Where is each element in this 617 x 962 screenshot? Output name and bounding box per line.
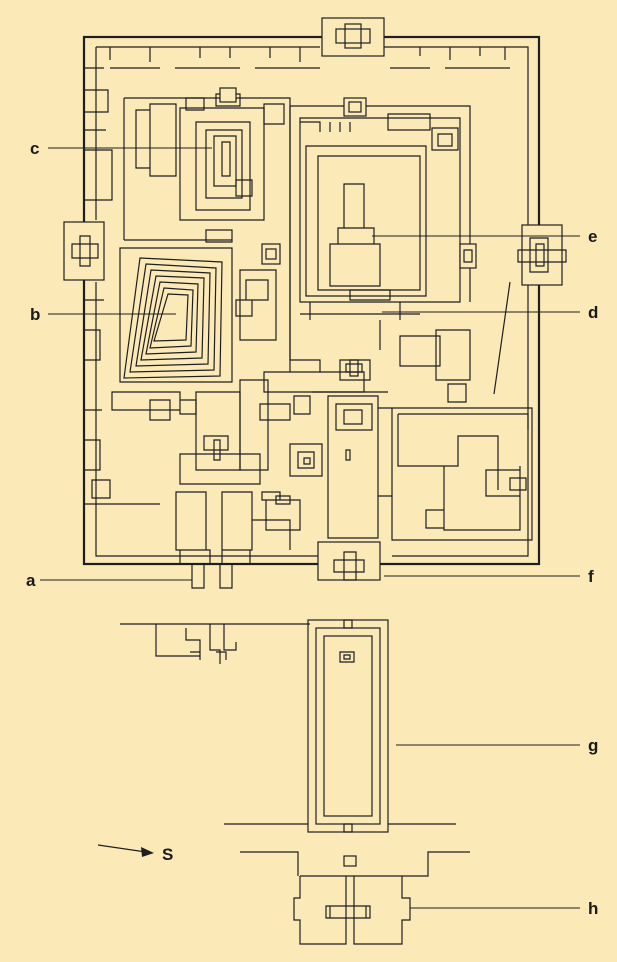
label-d: d <box>588 303 598 322</box>
southeast-enclosure <box>397 281 529 531</box>
pyramid <box>123 257 223 379</box>
west-rooms <box>84 67 160 505</box>
east-gate <box>517 224 567 286</box>
label-f: f <box>588 567 594 586</box>
central-blocks <box>111 359 371 485</box>
label-h: h <box>588 899 598 918</box>
entrance-a <box>175 491 301 589</box>
outer-enclosure <box>82 35 541 566</box>
temple-complex-c <box>135 87 285 243</box>
arrow-icon <box>97 844 154 857</box>
label-c: c <box>30 139 39 158</box>
temple-complex-f <box>312 391 533 541</box>
gateway-h <box>240 851 470 945</box>
west-gate <box>63 221 105 281</box>
direction-marker: S <box>97 844 173 864</box>
label-a: a <box>26 571 36 590</box>
gate-f <box>317 541 381 581</box>
north-gate <box>321 17 385 57</box>
direction-label: S <box>162 845 173 864</box>
label-b: b <box>30 305 40 324</box>
letter-labels: c b a e d f g h <box>26 139 598 918</box>
courtyard-g <box>120 619 456 833</box>
pyramid-compound <box>119 97 291 383</box>
temple-complex-e <box>289 97 477 381</box>
label-e: e <box>588 227 597 246</box>
leader-lines <box>40 147 580 909</box>
label-g: g <box>588 736 598 755</box>
